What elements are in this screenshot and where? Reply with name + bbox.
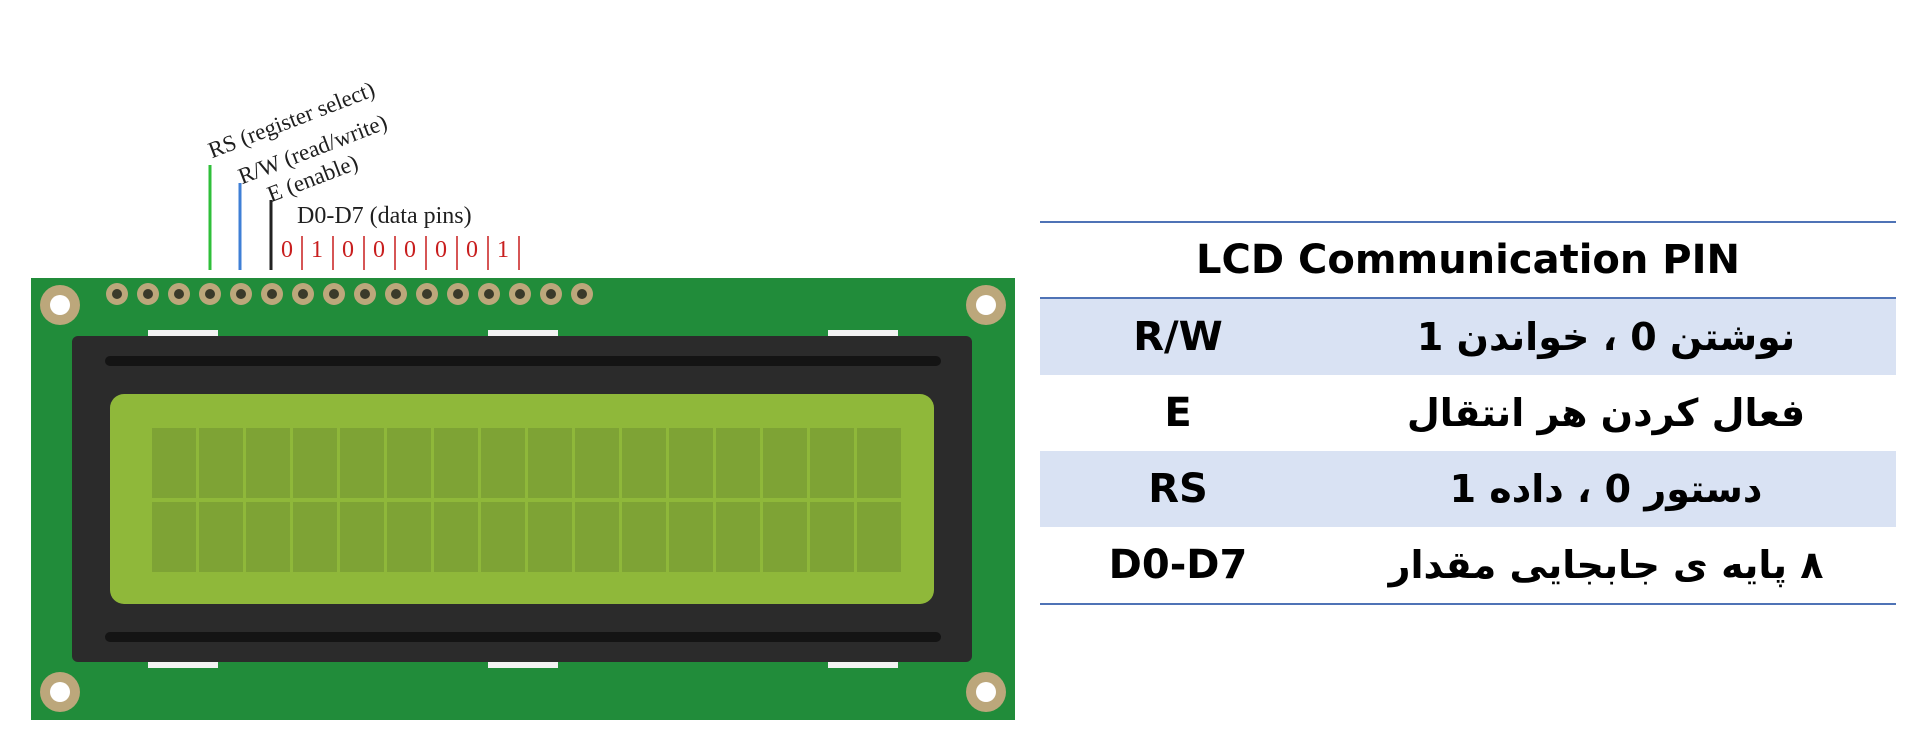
- header-pin-hole: [143, 289, 153, 299]
- lcd-character-cell: [152, 428, 196, 498]
- lcd-character-cell: [622, 428, 666, 498]
- data-pins-label: D0-D7 (data pins): [297, 203, 472, 229]
- data-bit: 0: [373, 237, 385, 263]
- lcd-character-cell: [199, 428, 243, 498]
- header-pin-hole: [546, 289, 556, 299]
- mounting-holes: [40, 285, 1006, 712]
- pin-table: LCD Communication PIN R/W نوشتن 0 ، خوان…: [1040, 221, 1896, 605]
- data-bit: 1: [497, 237, 509, 263]
- lcd-character-cell: [293, 428, 337, 498]
- bit-separators: [269, 236, 520, 270]
- lcd-character-cell: [810, 502, 854, 572]
- table-row: E فعال کردن هر انتقال: [1040, 375, 1896, 451]
- lcd-character-cell: [716, 502, 760, 572]
- lcd-character-cell: [857, 428, 901, 498]
- lcd-character-cell: [246, 428, 290, 498]
- lcd-character-cell: [716, 428, 760, 498]
- data-bit: 0: [466, 237, 478, 263]
- lcd-character-cell: [481, 502, 525, 572]
- lcd-character-cells: [152, 428, 901, 572]
- mounting-hole: [50, 682, 70, 702]
- lcd-character-cell: [387, 502, 431, 572]
- lcd-character-cell: [387, 428, 431, 498]
- lcd-character-cell: [199, 502, 243, 572]
- lcd-character-cell: [669, 428, 713, 498]
- header-pin-hole: [112, 289, 122, 299]
- mounting-hole: [50, 295, 70, 315]
- header-pin-hole: [453, 289, 463, 299]
- table-row: D0-D7 ۸ پایه ی جابجایی مقدار: [1040, 527, 1896, 603]
- header-pin-hole: [298, 289, 308, 299]
- header-pin-hole: [205, 289, 215, 299]
- header-pin-hole: [422, 289, 432, 299]
- lcd-screen: [110, 394, 934, 604]
- lcd-character-cell: [246, 502, 290, 572]
- lcd-character-cell: [575, 502, 619, 572]
- lcd-character-cell: [810, 428, 854, 498]
- table-description-cell: فعال کردن هر انتقال: [1406, 391, 1806, 435]
- lcd-character-cell: [622, 502, 666, 572]
- table-row: R/W نوشتن 0 ، خواندن 1: [1040, 299, 1896, 375]
- table-description-cell: نوشتن 0 ، خواندن 1: [1416, 315, 1796, 359]
- lcd-character-cell: [152, 502, 196, 572]
- lcd-character-cell: [340, 428, 384, 498]
- data-bit: 0: [404, 237, 416, 263]
- lcd-character-cell: [575, 428, 619, 498]
- header-pin-hole: [360, 289, 370, 299]
- bezel-slot-top: [105, 356, 941, 366]
- lcd-character-cell: [434, 502, 478, 572]
- table-description-cell: دستور 0 ، داده 1: [1449, 467, 1763, 511]
- header-pin-hole: [577, 289, 587, 299]
- table-pin-cell: R/W: [1133, 314, 1223, 360]
- table-title: LCD Communication PIN: [1040, 223, 1896, 299]
- header-pin-hole: [329, 289, 339, 299]
- mounting-hole: [976, 682, 996, 702]
- header-pin-hole: [267, 289, 277, 299]
- table-row: RS دستور 0 ، داده 1: [1040, 451, 1896, 527]
- mounting-hole: [976, 295, 996, 315]
- lcd-character-cell: [763, 502, 807, 572]
- table-pin-cell: E: [1164, 390, 1192, 436]
- lcd-character-cell: [434, 428, 478, 498]
- data-bit: 0: [342, 237, 354, 263]
- table-description-cell: ۸ پایه ی جابجایی مقدار: [1388, 543, 1824, 587]
- header-pin-hole: [484, 289, 494, 299]
- data-bit: 0: [281, 237, 293, 263]
- data-bit: 0: [435, 237, 447, 263]
- lcd-character-cell: [857, 502, 901, 572]
- table-pin-cell: D0-D7: [1108, 542, 1248, 588]
- header-pin-hole: [515, 289, 525, 299]
- bezel-slot-bottom: [105, 632, 941, 642]
- table-pin-cell: RS: [1148, 466, 1208, 512]
- header-pin-hole: [174, 289, 184, 299]
- lcd-character-cell: [528, 428, 572, 498]
- lcd-character-cell: [669, 502, 713, 572]
- lcd-character-cell: [340, 502, 384, 572]
- lcd-character-cell: [763, 428, 807, 498]
- lcd-character-cell: [293, 502, 337, 572]
- data-bit: 1: [311, 237, 323, 263]
- header-pins: [106, 283, 593, 305]
- lcd-character-cell: [481, 428, 525, 498]
- header-pin-hole: [391, 289, 401, 299]
- bezel-clips: [148, 330, 898, 668]
- lcd-character-cell: [528, 502, 572, 572]
- header-pin-hole: [236, 289, 246, 299]
